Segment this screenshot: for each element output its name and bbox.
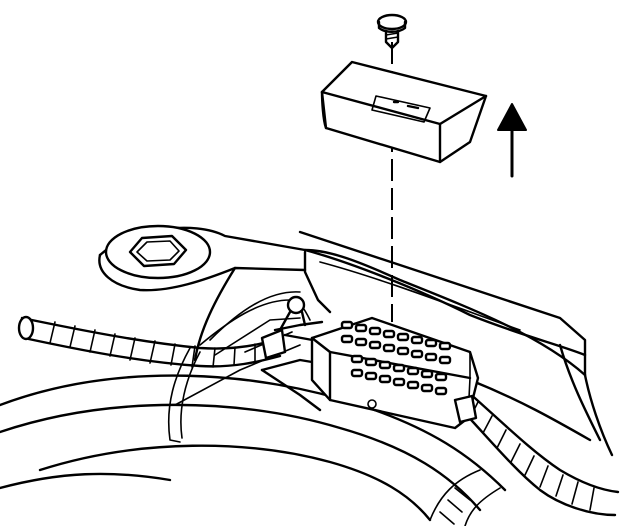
screw: [378, 15, 406, 48]
connector-pins: [342, 322, 450, 394]
wiring-connector: [312, 318, 478, 428]
arrow-up-icon: [498, 104, 526, 176]
body-panel: [0, 226, 612, 520]
connector-cover: [322, 62, 486, 162]
wiring-harness: [19, 292, 618, 526]
